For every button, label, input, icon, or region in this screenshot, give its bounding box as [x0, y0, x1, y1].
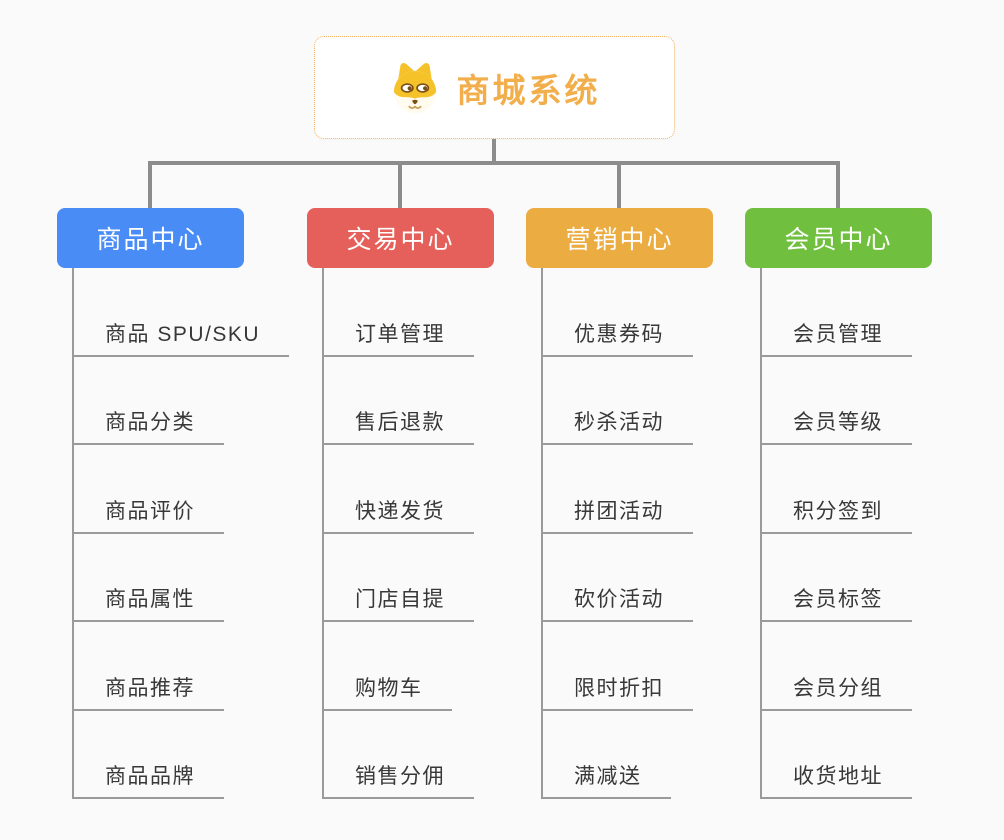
root-node-mall-system[interactable]: 商城系统	[314, 36, 675, 139]
branch-node-product-center[interactable]: 商品中心	[57, 208, 244, 268]
subtopic-label: 商品推荐	[105, 676, 195, 700]
subtopic-label: 会员标签	[793, 588, 883, 611]
subtopic-label: 收货地址	[793, 765, 883, 788]
subtopic-label: 优惠券码	[574, 322, 664, 346]
subtopic-item[interactable]: 销售分佣	[324, 711, 474, 799]
subtopic-item[interactable]: 门店自提	[324, 534, 474, 622]
subtopic-item[interactable]: 商品推荐	[74, 622, 224, 711]
connector-root-stem	[492, 139, 496, 163]
subtopic-item[interactable]: 快递发货	[324, 445, 474, 534]
subtopic-item[interactable]: 会员管理	[762, 268, 912, 357]
subtopic-label: 秒杀活动	[574, 411, 664, 434]
subtopic-item[interactable]: 收货地址	[762, 711, 912, 799]
subtopic-item[interactable]: 会员分组	[762, 622, 912, 711]
subtopic-label: 快递发货	[355, 499, 445, 523]
subtopic-item[interactable]: 积分签到	[762, 445, 912, 534]
subtopic-item[interactable]: 商品评价	[74, 445, 224, 534]
subtopic-item[interactable]: 售后退款	[324, 357, 474, 445]
subtopic-item[interactable]: 购物车	[324, 622, 452, 711]
subtopic-label: 拼团活动	[574, 499, 664, 523]
connector-drop-marketing	[617, 161, 621, 208]
subtopic-label: 会员管理	[793, 322, 883, 346]
branch-node-trade-center[interactable]: 交易中心	[307, 208, 494, 268]
subtopic-item[interactable]: 商品 SPU/SKU	[74, 268, 290, 357]
subtopic-label: 订单管理	[355, 322, 445, 346]
subtopic-label: 会员等级	[793, 411, 883, 434]
connector-drop-member	[836, 161, 840, 208]
subtopic-item[interactable]: 满减送	[543, 711, 671, 799]
subtopic-item[interactable]: 限时折扣	[543, 622, 693, 711]
subtopic-label: 商品品牌	[105, 765, 195, 788]
subtopic-item[interactable]: 会员标签	[762, 534, 912, 622]
branch-label: 交易中心	[346, 226, 455, 254]
subtopic-label: 销售分佣	[355, 765, 445, 788]
branch-label: 会员中心	[784, 226, 893, 254]
connector-drop-product	[148, 161, 152, 208]
branch-label: 商品中心	[96, 226, 205, 254]
subtopic-label: 砍价活动	[574, 588, 664, 611]
subtopic-item[interactable]: 优惠券码	[543, 268, 693, 357]
subtopic-label: 商品分类	[105, 411, 195, 434]
subtopic-column-member: 会员管理 会员等级 积分签到 会员标签 会员分组 收货地址	[760, 268, 912, 799]
connector-trunk	[148, 161, 840, 165]
branch-node-member-center[interactable]: 会员中心	[745, 208, 932, 268]
subtopic-item[interactable]: 订单管理	[324, 268, 474, 357]
dog-face-icon	[393, 62, 436, 113]
subtopic-item[interactable]: 商品品牌	[74, 711, 224, 799]
subtopic-item[interactable]: 砍价活动	[543, 534, 693, 622]
subtopic-item[interactable]: 商品分类	[74, 357, 224, 445]
subtopic-label: 满减送	[574, 765, 642, 788]
branch-label: 营销中心	[565, 226, 674, 254]
subtopic-item[interactable]: 拼团活动	[543, 445, 693, 534]
subtopic-item[interactable]: 商品属性	[74, 534, 224, 622]
subtopic-column-product: 商品 SPU/SKU 商品分类 商品评价 商品属性 商品推荐 商品品牌	[72, 268, 290, 799]
subtopic-item[interactable]: 秒杀活动	[543, 357, 693, 445]
subtopic-label: 门店自提	[355, 588, 445, 611]
connector-drop-trade	[398, 161, 402, 208]
root-node-title: 商城系统	[456, 71, 601, 109]
subtopic-label: 限时折扣	[574, 676, 664, 700]
branch-node-marketing-center[interactable]: 营销中心	[526, 208, 713, 268]
subtopic-label: 商品 SPU/SKU	[105, 322, 261, 346]
subtopic-column-marketing: 优惠券码 秒杀活动 拼团活动 砍价活动 限时折扣 满减送	[541, 268, 693, 799]
subtopic-label: 购物车	[355, 676, 423, 700]
subtopic-label: 积分签到	[793, 499, 883, 523]
subtopic-label: 商品属性	[105, 588, 195, 611]
subtopic-label: 商品评价	[105, 499, 195, 523]
subtopic-column-trade: 订单管理 售后退款 快递发货 门店自提 购物车 销售分佣	[322, 268, 474, 799]
subtopic-label: 售后退款	[355, 411, 445, 434]
subtopic-item[interactable]: 会员等级	[762, 357, 912, 445]
subtopic-label: 会员分组	[793, 676, 883, 700]
